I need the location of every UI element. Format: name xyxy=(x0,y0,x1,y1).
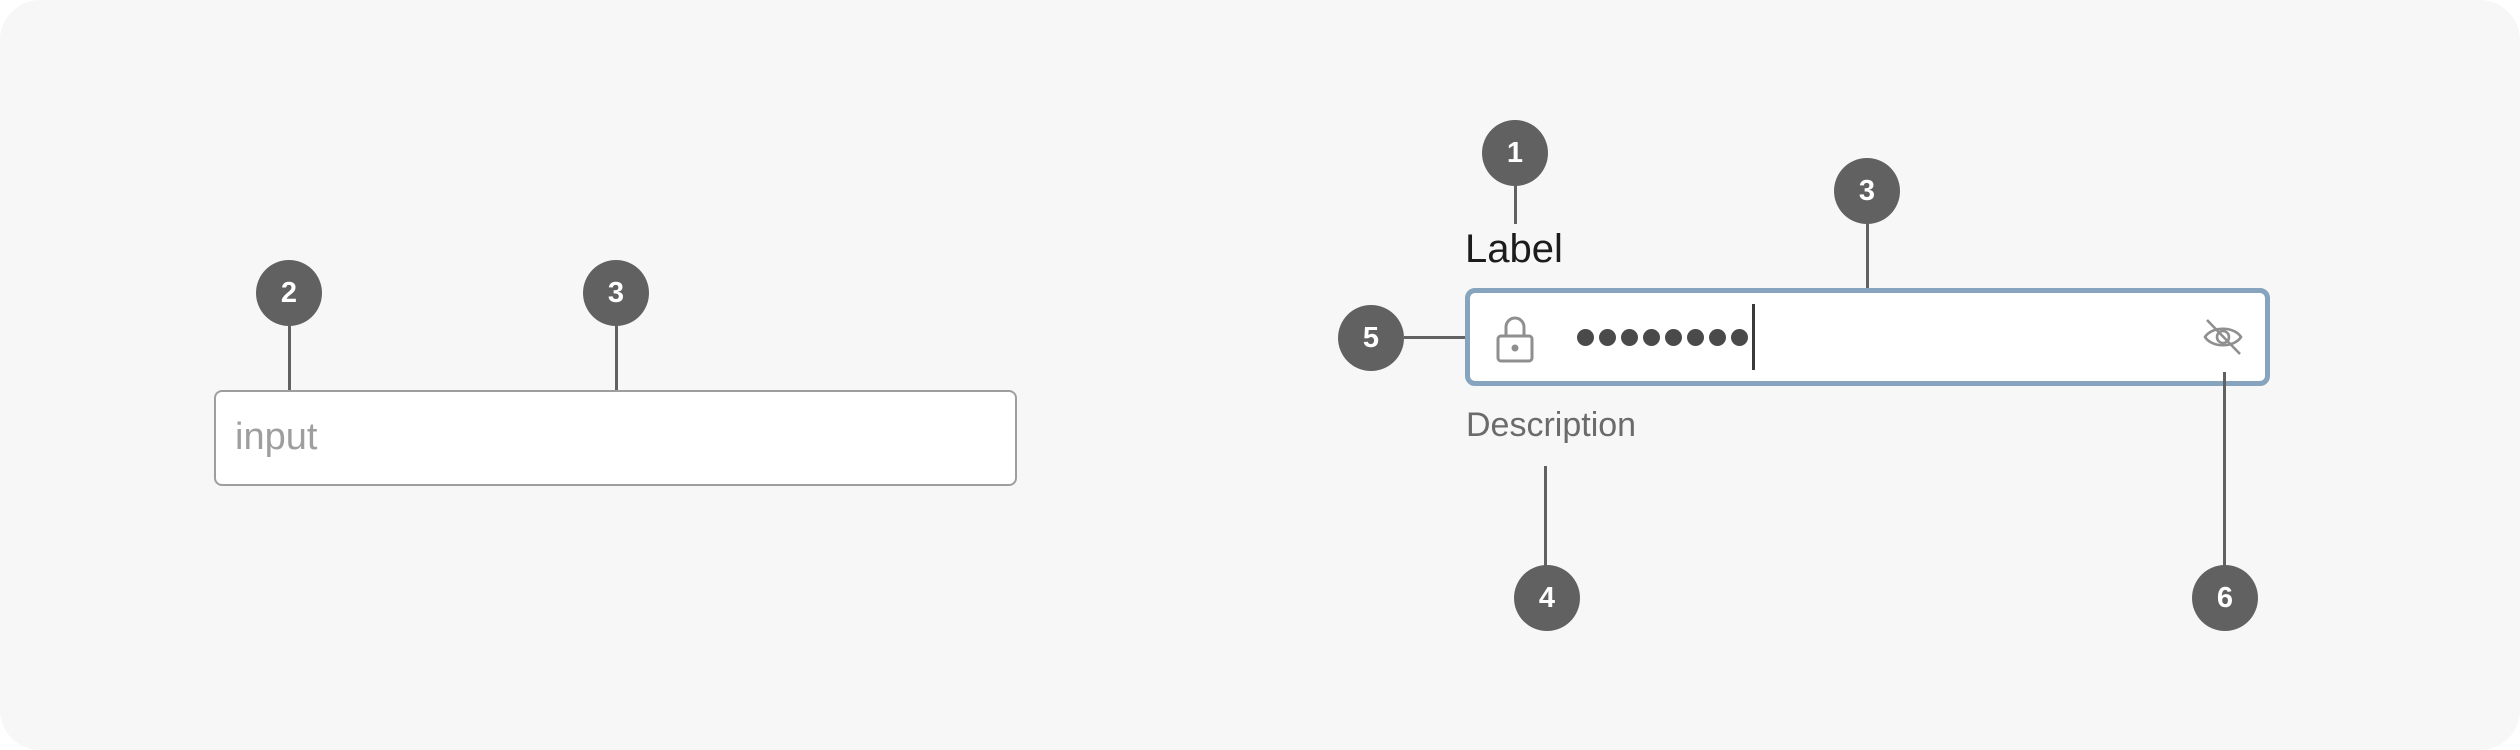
masked-password xyxy=(1577,322,1748,352)
password-dot xyxy=(1731,328,1748,346)
callout-3-right: 3 xyxy=(1834,158,1900,224)
callout-4-leader xyxy=(1544,466,1547,566)
password-dot xyxy=(1643,328,1660,346)
callout-2-leader xyxy=(288,326,291,424)
eye-off-icon[interactable] xyxy=(2202,317,2244,357)
password-dot xyxy=(1599,328,1616,346)
callout-3-left-leader xyxy=(615,326,618,426)
lock-icon xyxy=(1496,316,1534,363)
password-dot xyxy=(1621,328,1638,346)
callout-5-leader xyxy=(1404,336,1484,339)
text-input[interactable]: input xyxy=(214,390,1017,486)
password-dot xyxy=(1577,328,1594,346)
callout-5: 5 xyxy=(1338,305,1404,371)
callout-3-right-leader xyxy=(1866,224,1869,322)
callout-1: 1 xyxy=(1482,120,1548,186)
callout-6-leader xyxy=(2223,372,2226,568)
callout-3-left: 3 xyxy=(583,260,649,326)
text-caret xyxy=(1752,304,1755,370)
password-dot xyxy=(1687,328,1704,346)
input-placeholder: input xyxy=(235,416,318,458)
password-dot xyxy=(1709,328,1726,346)
password-input[interactable] xyxy=(1465,288,2270,386)
field-description: Description xyxy=(1466,406,1637,444)
callout-4: 4 xyxy=(1514,565,1580,631)
callout-6: 6 xyxy=(2192,565,2258,631)
callout-2: 2 xyxy=(256,260,322,326)
password-dot xyxy=(1665,328,1682,346)
callout-1-leader xyxy=(1514,186,1517,224)
field-label: Label xyxy=(1465,227,1563,271)
